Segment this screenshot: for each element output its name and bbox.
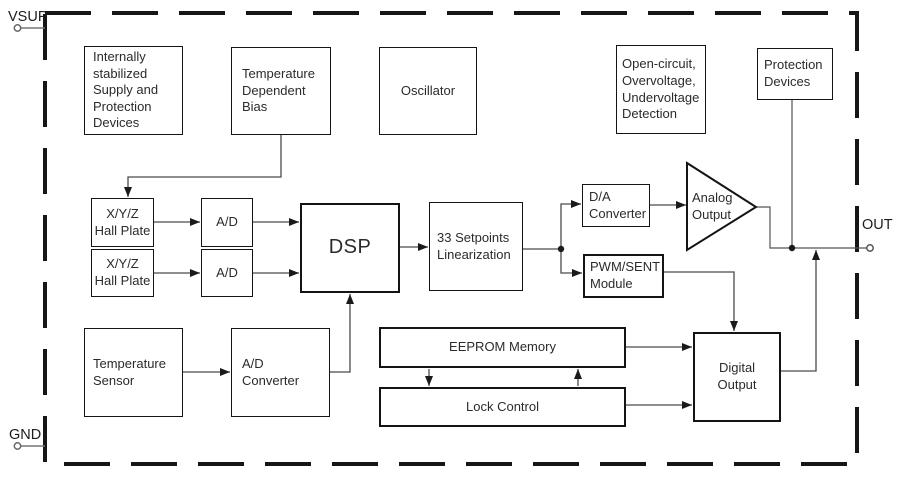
block-adc-hall-2: A/D — [201, 249, 253, 297]
block-hall-plate-2-label: X/Y/Z Hall Plate — [94, 256, 151, 288]
gnd-pin-terminal — [13, 442, 22, 450]
block-stabilized-supply-label: Internally stabilized Supply and Protect… — [93, 48, 159, 131]
wire-adc-to-dsp — [330, 294, 354, 373]
block-da-converter: D/A Converter — [582, 184, 650, 227]
block-setpoints-linearization-label: 33 Setpoints Linearization — [437, 229, 511, 262]
wire-junction-to-da-converter — [560, 200, 581, 249]
wire-bias-to-hallplate1 — [124, 135, 282, 197]
block-fault-detection: Open-circuit, Overvoltage, Undervoltage … — [616, 45, 706, 134]
block-temperature-sensor-label: Temperature Sensor — [93, 355, 166, 388]
block-fault-detection-label: Open-circuit, Overvoltage, Undervoltage … — [622, 56, 700, 122]
block-dsp-label: DSP — [328, 236, 372, 259]
analog-output-amplifier-triangle — [686, 161, 758, 252]
block-oscillator-label: Oscillator — [400, 82, 456, 98]
block-pwm-sent-module-label: PWM/SENT Module — [590, 259, 661, 291]
analog-output-label: Analog Output — [692, 190, 733, 222]
block-adc-hall-2-label: A/D — [216, 264, 238, 280]
vsup-pin-label: VSUP — [8, 9, 48, 25]
junction-dot-out-line — [788, 244, 796, 252]
block-temperature-sensor: Temperature Sensor — [84, 328, 183, 417]
out-pin-label: OUT — [862, 217, 893, 233]
block-eeprom-memory-label: EEPROM Memory — [449, 339, 556, 355]
block-adc-hall-1-label: A/D — [216, 214, 238, 230]
wire-digital-output-to-out-line — [781, 250, 820, 372]
block-oscillator: Oscillator — [379, 47, 477, 135]
analog-output-label-wrap: Analog Output — [692, 185, 754, 229]
block-stabilized-supply: Internally stabilized Supply and Protect… — [84, 46, 183, 135]
block-da-converter-label: D/A Converter — [589, 188, 647, 221]
block-digital-output: Digital Output — [693, 332, 781, 422]
out-pin-terminal — [866, 244, 874, 252]
block-temperature-dependent-bias-label: Temperature Dependent Bias — [242, 66, 315, 115]
block-protection-devices-label: Protection Devices — [764, 57, 823, 89]
block-lock-control-label: Lock Control — [466, 398, 539, 414]
block-hall-plate-1: X/Y/Z Hall Plate — [91, 198, 154, 247]
block-dsp: DSP — [300, 203, 400, 293]
chip-boundary — [43, 11, 859, 466]
block-temperature-dependent-bias: Temperature Dependent Bias — [231, 47, 331, 135]
block-pwm-sent-module: PWM/SENT Module — [583, 254, 664, 298]
block-hall-plate-1-label: X/Y/Z Hall Plate — [94, 205, 151, 238]
wire-junction-to-pwm-sent — [560, 249, 582, 277]
wire-pwm-to-digital-output — [664, 271, 738, 331]
block-digital-output-label: Digital Output — [717, 360, 757, 392]
block-protection-devices: Protection Devices — [757, 48, 833, 100]
wire-analog-output-to-out-pin — [756, 206, 867, 249]
gnd-pin-label: GND — [9, 427, 42, 443]
block-setpoints-linearization: 33 Setpoints Linearization — [429, 202, 523, 291]
block-lock-control: Lock Control — [379, 387, 626, 427]
block-hall-plate-2: X/Y/Z Hall Plate — [91, 249, 154, 297]
block-adc-temperature-label: A/D Converter — [242, 355, 300, 388]
block-adc-temperature: A/D Converter — [231, 328, 330, 417]
block-adc-hall-1: A/D — [201, 198, 253, 247]
junction-dot-linearization — [557, 245, 565, 253]
block-eeprom-memory: EEPROM Memory — [379, 327, 626, 368]
vsup-pin-terminal — [13, 24, 22, 32]
